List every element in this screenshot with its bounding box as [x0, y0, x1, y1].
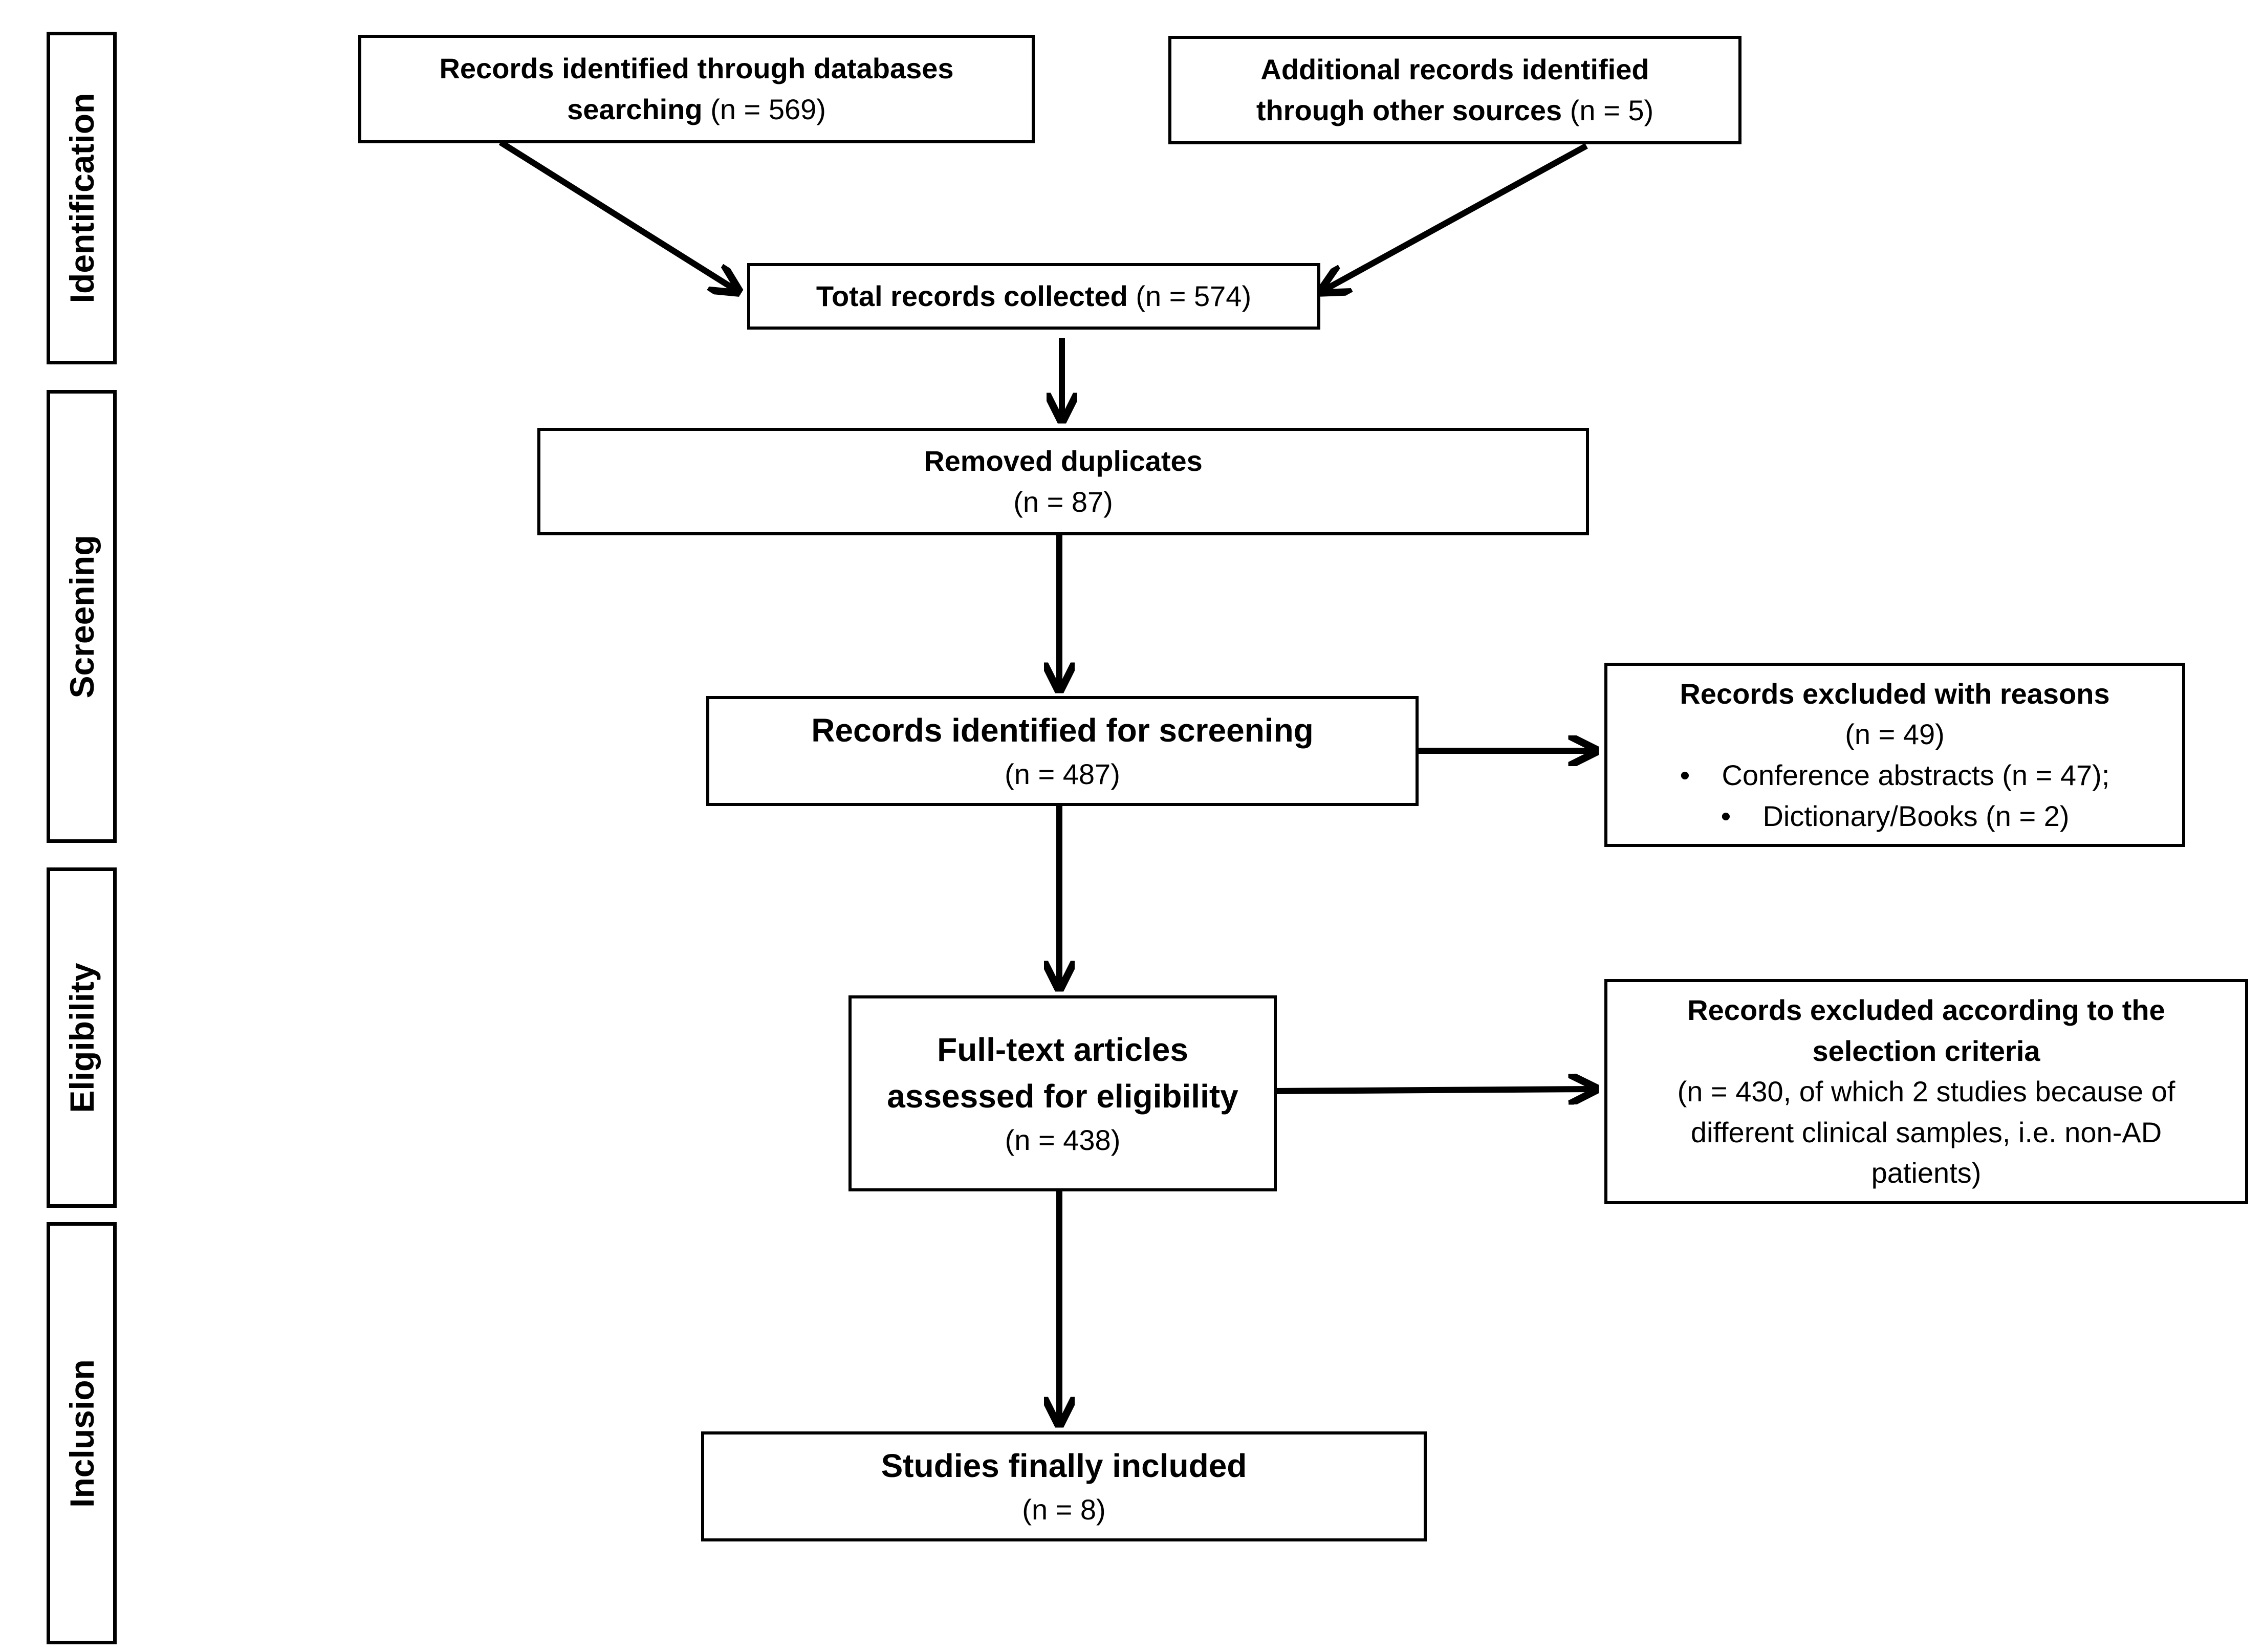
box-excluded-reasons: Records excluded with reasons (n = 49) •…	[1604, 663, 2185, 847]
box-count: (n = 87)	[1013, 486, 1113, 518]
stage-inclusion: Inclusion	[47, 1222, 117, 1644]
box-total-records: Total records collected (n = 574)	[747, 263, 1320, 330]
bullet-item: • Dictionary/Books (n = 2)	[1721, 799, 2070, 832]
stage-label: Eligibility	[62, 962, 101, 1113]
box-database-records: Records identified through databases sea…	[358, 35, 1035, 143]
stage-label: Screening	[62, 534, 101, 699]
box-screening: Records identified for screening (n = 48…	[706, 696, 1419, 806]
box-title: Removed duplicates	[924, 445, 1203, 477]
arrow-db-to-total	[498, 139, 737, 291]
box-other-sources: Additional records identified through ot…	[1168, 36, 1741, 144]
stage-label: Inclusion	[62, 1359, 101, 1508]
box-fulltext-articles: Full-text articles assessed for eligibil…	[848, 995, 1277, 1191]
box-count: (n = 49)	[1845, 718, 1945, 751]
bullet-list: • Conference abstracts (n = 47); • Dicti…	[1680, 755, 2110, 836]
box-studies-included: Studies finally included (n = 8)	[701, 1431, 1427, 1541]
box-detail: patients)	[1871, 1157, 1982, 1189]
box-title: Studies finally included	[881, 1447, 1247, 1485]
stage-identification: Identification	[47, 32, 117, 364]
box-title: Additional records identified	[1260, 53, 1649, 86]
box-excluded-criteria: Records excluded according to the select…	[1604, 979, 2248, 1204]
stage-screening: Screening	[47, 390, 117, 843]
arrow-other-to-total	[1323, 143, 1588, 291]
box-title: assessed for eligibility	[887, 1077, 1238, 1115]
box-count: (n = 438)	[1005, 1123, 1121, 1156]
box-count: (n = 574)	[1136, 280, 1252, 313]
box-title: Records excluded with reasons	[1680, 677, 2110, 710]
box-title: Records excluded according to the	[1687, 994, 2165, 1027]
box-detail: different clinical samples, i.e. non-AD	[1690, 1116, 2162, 1148]
box-count: (n = 5)	[1570, 94, 1654, 126]
box-title: Full-text articles	[937, 1031, 1188, 1068]
arrow-fulltext-to-excluded	[1273, 1089, 1594, 1091]
box-title: Total records collected	[816, 280, 1128, 313]
box-count: (n = 569)	[710, 93, 826, 125]
box-count: (n = 487)	[1005, 758, 1120, 791]
box-title: Records identified through databases	[439, 52, 954, 85]
box-title: through other sources	[1256, 94, 1562, 126]
stage-label: Identification	[62, 93, 101, 303]
box-count: (n = 8)	[1022, 1493, 1106, 1526]
box-title: selection criteria	[1812, 1034, 2040, 1067]
box-detail: (n = 430, of which 2 studies because of	[1677, 1075, 2175, 1108]
box-title: searching	[567, 93, 703, 125]
box-removed-duplicates: Removed duplicates (n = 87)	[537, 428, 1589, 535]
box-title: Records identified for screening	[811, 712, 1314, 749]
stage-eligibility: Eligibility	[47, 867, 117, 1208]
bullet-item: • Conference abstracts (n = 47);	[1680, 759, 2110, 791]
